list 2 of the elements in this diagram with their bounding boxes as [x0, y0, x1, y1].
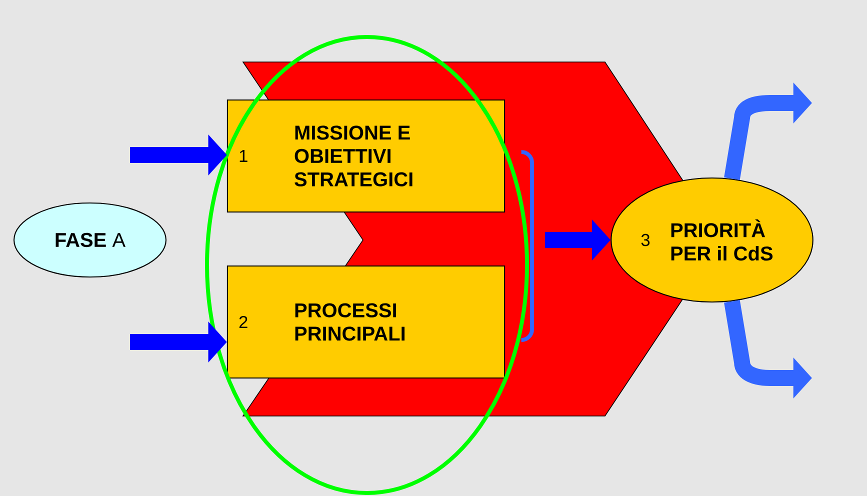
process-box: 2 PROCESSI PRINCIPALI [226, 265, 506, 379]
process-box: 1 MISSIONE E OBIETTIVI STRATEGICI [226, 99, 506, 213]
